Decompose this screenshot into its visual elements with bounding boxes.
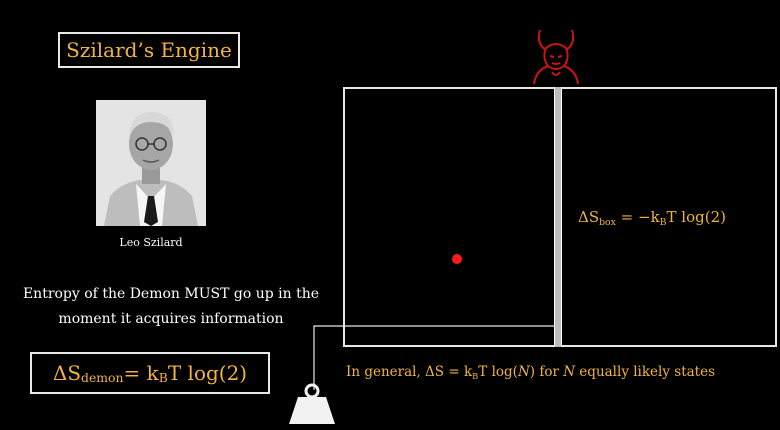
demon-eq-rhs-sub: B	[158, 369, 168, 385]
portrait-image	[96, 100, 206, 226]
title-text: Szilard’s Engine	[66, 38, 232, 62]
box-eq-lhs: ΔS	[578, 208, 600, 226]
general-for: for	[535, 364, 564, 380]
gas-particle	[452, 254, 462, 264]
general-var: N	[517, 364, 530, 380]
entropy-note-line1: Entropy of the Demon MUST go up in the	[22, 286, 320, 302]
box-eq-sub: box	[599, 217, 616, 229]
general-pre: In general,	[346, 364, 426, 380]
box-eq-rhs-pre: = −k	[615, 208, 660, 226]
demon-eq-lhs: ΔS	[52, 361, 82, 385]
demon-eq-rhs-post: T log(2)	[167, 361, 248, 385]
portrait-caption: Leo Szilard	[119, 236, 183, 249]
demon-eq-sub: demon	[81, 369, 124, 385]
demon-icon	[533, 29, 579, 85]
box-eq-rhs-post: T log(2)	[666, 208, 726, 226]
general-close: )	[529, 364, 536, 380]
box-entropy-equation: ΔSbox = −kBT log(2)	[578, 208, 726, 229]
general-entropy-statement: In general, ΔS = kBT log(N) for N equall…	[346, 364, 716, 381]
weight-icon	[289, 383, 335, 424]
general-mid-post: T log(	[478, 364, 518, 380]
entropy-note-line2: moment it acquires information	[58, 311, 284, 327]
box-eq-rhs-sub: B	[659, 217, 667, 229]
general-mid-sub: B	[472, 370, 479, 381]
general-mid-pre: = k	[444, 364, 473, 380]
partition-wall	[554, 87, 562, 347]
general-lhs: ΔS	[425, 364, 445, 380]
title-box: Szilard’s Engine	[58, 32, 240, 68]
entropy-note: Entropy of the Demon MUST go up in the m…	[0, 282, 342, 332]
pulley-rope	[313, 325, 555, 390]
general-post: equally likely states	[575, 364, 716, 380]
general-var2: N	[563, 364, 576, 380]
demon-eq-rhs-pre: = k	[123, 361, 159, 385]
szilard-portrait	[96, 100, 206, 226]
